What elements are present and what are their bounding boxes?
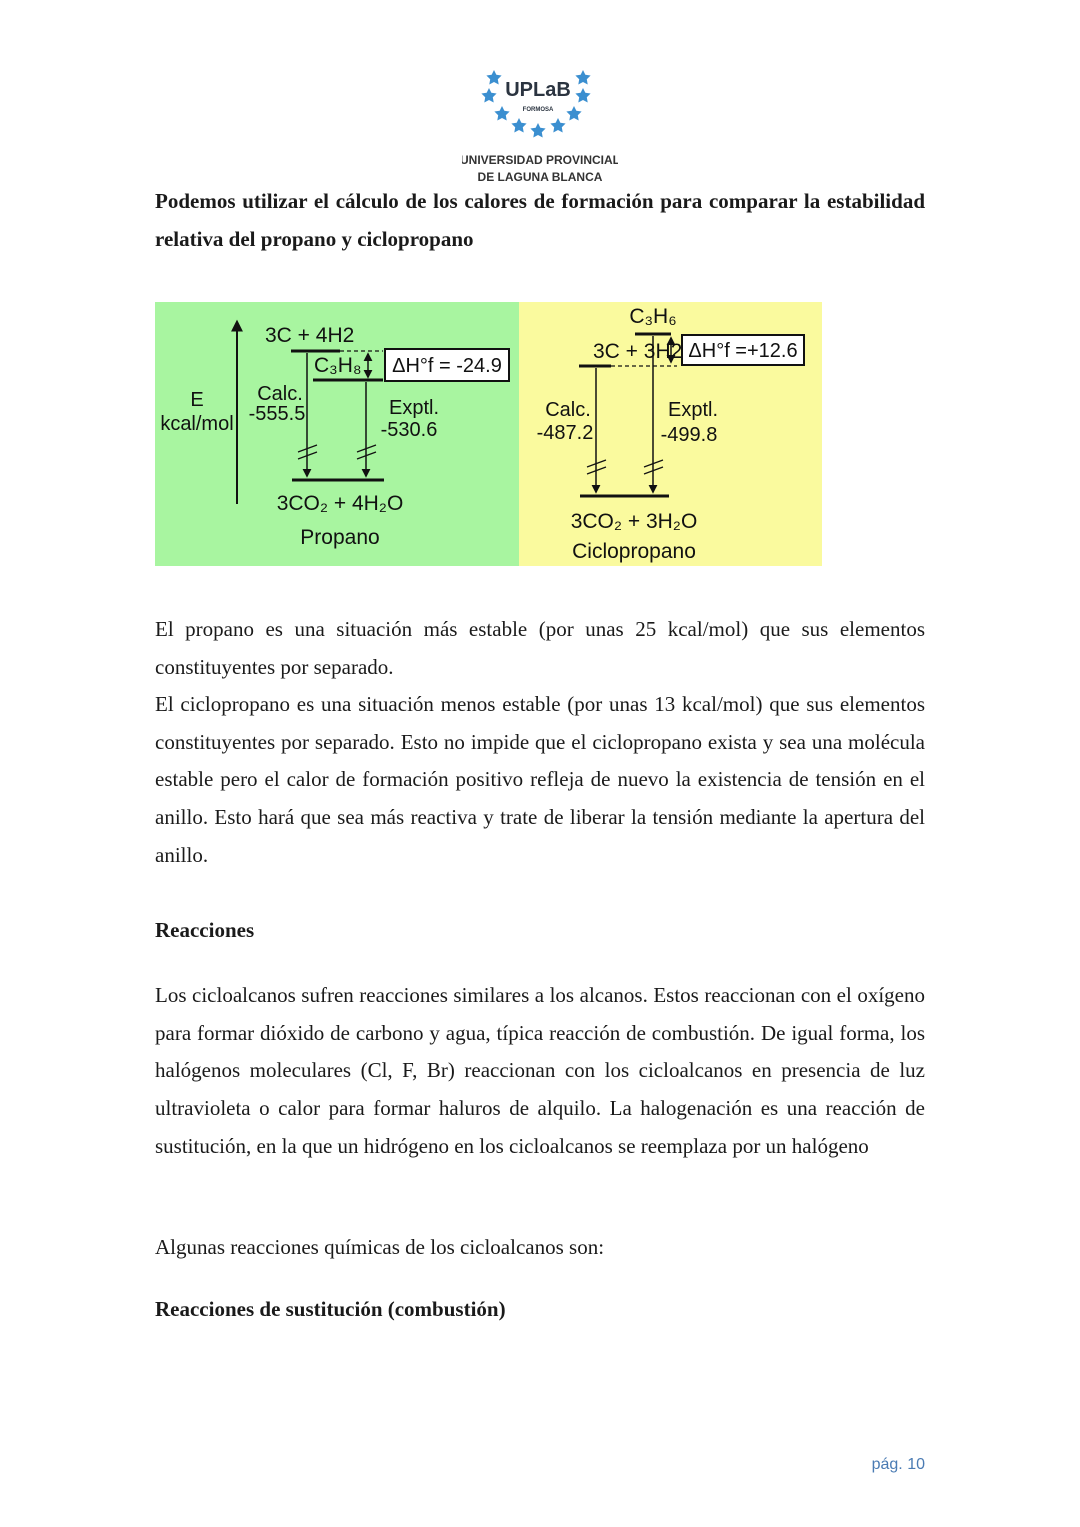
university-logo: UPLaB FORMOSA UNIVERSIDAD PROVINCIAL DE …: [462, 70, 618, 184]
propane-elements: 3C + 4H2: [265, 324, 354, 347]
cyclopropane-delta-h: ΔH°f =+12.6: [688, 340, 797, 362]
institution-line-2: DE LAGUNA BLANCA: [478, 170, 603, 184]
logo-name: UPLaB: [505, 79, 571, 101]
axis-label-e: E: [190, 389, 203, 411]
reactions-heading: Reacciones: [155, 918, 255, 942]
propane-delta-h: ΔH°f = -24.9: [392, 355, 502, 377]
propane-exptl-label: Exptl.: [389, 397, 439, 419]
propane-calc-value: -555.5: [249, 403, 306, 425]
propane-panel: E kcal/mol 3C + 4H2 C₃H₈ ΔH°f = -24.9 Ca…: [155, 302, 519, 566]
propane-background: [155, 302, 519, 566]
stability-paragraph-2: El ciclopropano es una situación menos e…: [155, 692, 925, 867]
cyclopropane-panel: C₃H₆ 3C + 3H2 ΔH°f =+12.6 Calc. -487.2 E…: [519, 302, 822, 566]
propane-calc-label: Calc.: [257, 383, 303, 405]
cyclopropane-compound: C₃H₆: [629, 305, 676, 328]
some-reactions-text: Algunas reacciones químicas de los ciclo…: [155, 1235, 605, 1259]
intro-text: Podemos utilizar el cálculo de los calor…: [155, 189, 925, 251]
cyclo-break-marks: [586, 459, 664, 475]
propane-exptl-value: -530.6: [381, 419, 438, 441]
energy-diagram: E kcal/mol 3C + 4H2 C₃H₈ ΔH°f = -24.9 Ca…: [155, 302, 822, 566]
reactions-paragraph: Los cicloalcanos sufren reacciones simil…: [155, 983, 925, 1158]
propane-products: 3CO₂ + 4H₂O: [277, 492, 404, 515]
logo-location: FORMOSA: [523, 107, 554, 113]
cyclopropane-name: Ciclopropano: [572, 540, 696, 563]
propane-compound: C₃H₈: [314, 354, 362, 377]
cyclopropane-products: 3CO₂ + 3H₂O: [571, 510, 698, 533]
cyclopropane-calc-label: Calc.: [545, 399, 591, 421]
cyclopropane-exptl-value: -499.8: [661, 424, 718, 446]
axis-label-unit: kcal/mol: [160, 413, 233, 435]
institution-line-1: UNIVERSIDAD PROVINCIAL: [462, 153, 618, 167]
substitution-heading: Reacciones de sustitución (combustión): [155, 1297, 506, 1321]
propane-name: Propano: [300, 526, 379, 549]
cyclopropane-calc-value: -487.2: [537, 422, 594, 444]
propane-delta-box: [384, 348, 510, 382]
cyclopropane-elements: 3C + 3H2: [593, 340, 682, 363]
break-marks: [297, 444, 377, 460]
stability-paragraph-1: El propano es una situación más estable …: [155, 617, 925, 679]
cyclopropane-exptl-label: Exptl.: [668, 399, 718, 421]
page-number: pág. 10: [871, 1456, 925, 1473]
cyclopropane-delta-box: [681, 334, 805, 366]
